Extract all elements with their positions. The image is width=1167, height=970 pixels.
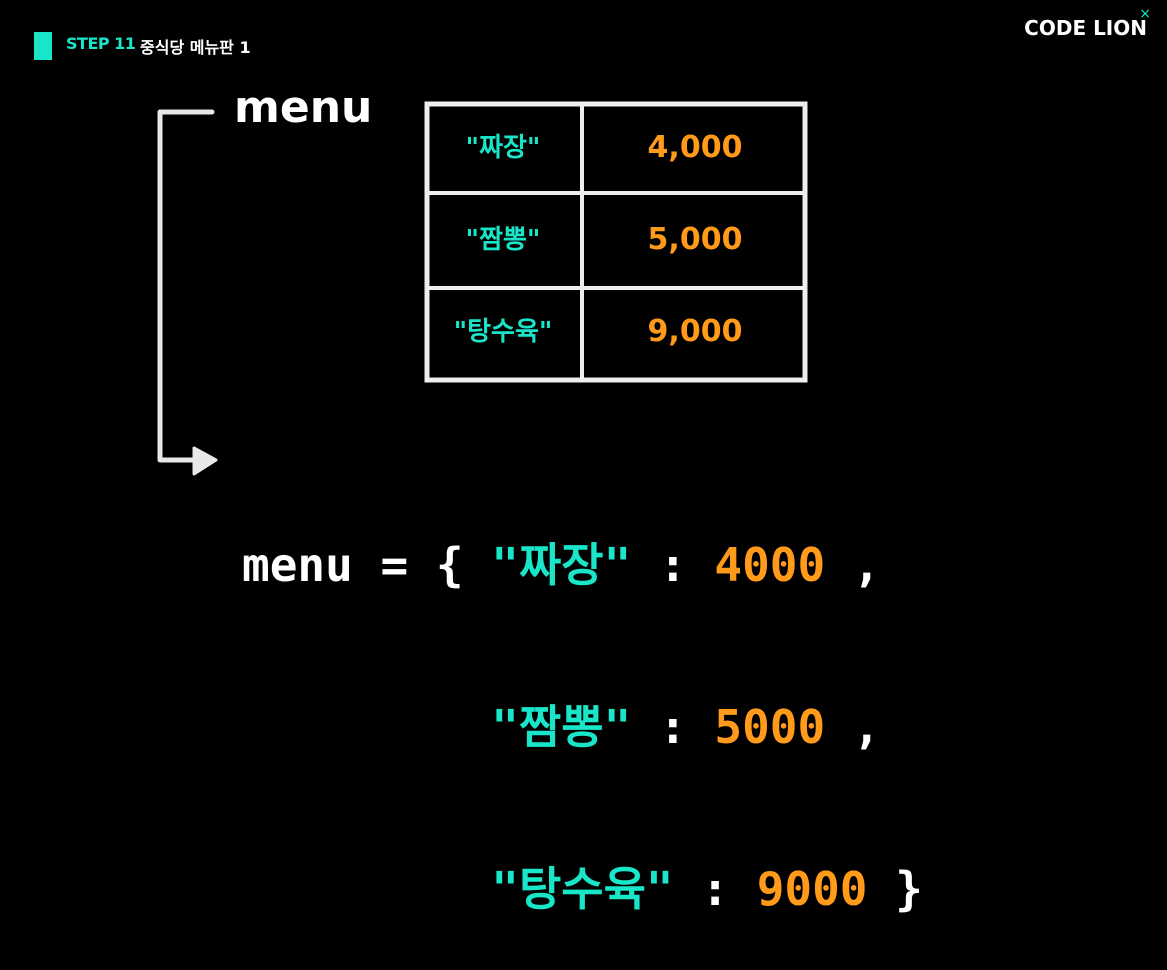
code-end: , — [825, 538, 881, 592]
dict-value: 9000 — [756, 862, 868, 916]
code-prefix — [242, 862, 491, 916]
code-separator: : — [673, 862, 757, 916]
code-end: , — [825, 700, 881, 754]
code-line: "짬뽕" : 5000 , — [242, 700, 923, 754]
code-prefix — [242, 700, 491, 754]
lesson-title: 중식당 메뉴판 1 — [140, 38, 251, 57]
dictionary-code: menu = { "짜장" : 4000 , "짬뽕" : 5000 , "탕수… — [242, 430, 923, 970]
menu-item-price: 9,000 — [647, 314, 743, 349]
dict-key: "탕수육" — [491, 862, 674, 916]
table-frame — [424, 101, 808, 383]
step-number: STEP 11 — [66, 34, 136, 53]
code-prefix: menu = { — [242, 538, 492, 592]
dict-key: "짜장" — [491, 538, 632, 592]
code-end: } — [867, 862, 923, 916]
menu-table: "짜장" 4,000 "짬뽕" 5,000 "탕수육" 9,000 — [424, 101, 808, 383]
menu-item-name: "짬뽕" — [465, 225, 541, 255]
code-lion-logo: CODE LION — [1024, 16, 1147, 40]
logo-x-icon: × — [1139, 6, 1151, 22]
code-separator: : — [631, 538, 715, 592]
menu-item-name: "탕수육" — [453, 317, 553, 347]
menu-item-name: "짜장" — [465, 133, 541, 163]
arrow-bracket-icon — [157, 109, 218, 476]
code-separator: : — [631, 700, 715, 754]
dict-value: 5000 — [714, 700, 826, 754]
menu-item-price: 5,000 — [647, 222, 743, 257]
menu-item-price: 4,000 — [647, 130, 743, 165]
code-line: menu = { "짜장" : 4000 , — [242, 538, 923, 592]
variable-label: menu — [234, 82, 373, 133]
dict-value: 4000 — [714, 538, 826, 592]
code-line: "탕수육" : 9000 } — [242, 862, 923, 916]
step-marker — [34, 32, 52, 60]
dict-key: "짬뽕" — [491, 700, 632, 754]
